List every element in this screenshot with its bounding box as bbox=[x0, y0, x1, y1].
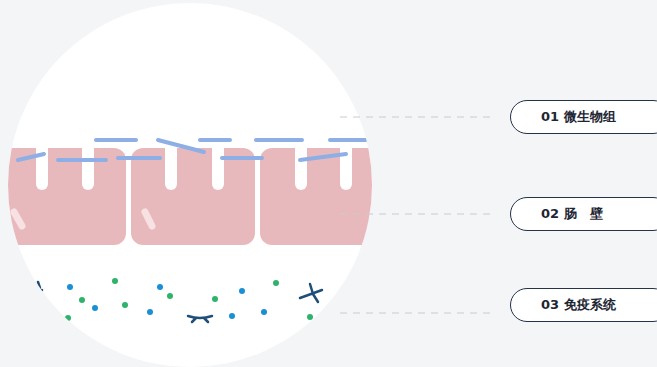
microbiome-bacteria bbox=[18, 140, 370, 160]
wall-highlights bbox=[14, 212, 152, 226]
leader-lines bbox=[340, 117, 490, 313]
label-pill: 01 微生物组 bbox=[510, 100, 657, 134]
intestinal-wall bbox=[0, 148, 384, 245]
villus-gaps bbox=[36, 140, 352, 190]
label-text: 01 微生物组 bbox=[511, 108, 616, 126]
label-pill: 02 肠 壁 bbox=[510, 197, 657, 231]
immune-cells bbox=[34, 278, 322, 322]
intestine-cross-section bbox=[0, 140, 384, 322]
label-text: 03 免疫系统 bbox=[511, 296, 616, 314]
label-pill: 03 免疫系统 bbox=[510, 288, 657, 322]
label-text: 02 肠 壁 bbox=[511, 205, 603, 223]
